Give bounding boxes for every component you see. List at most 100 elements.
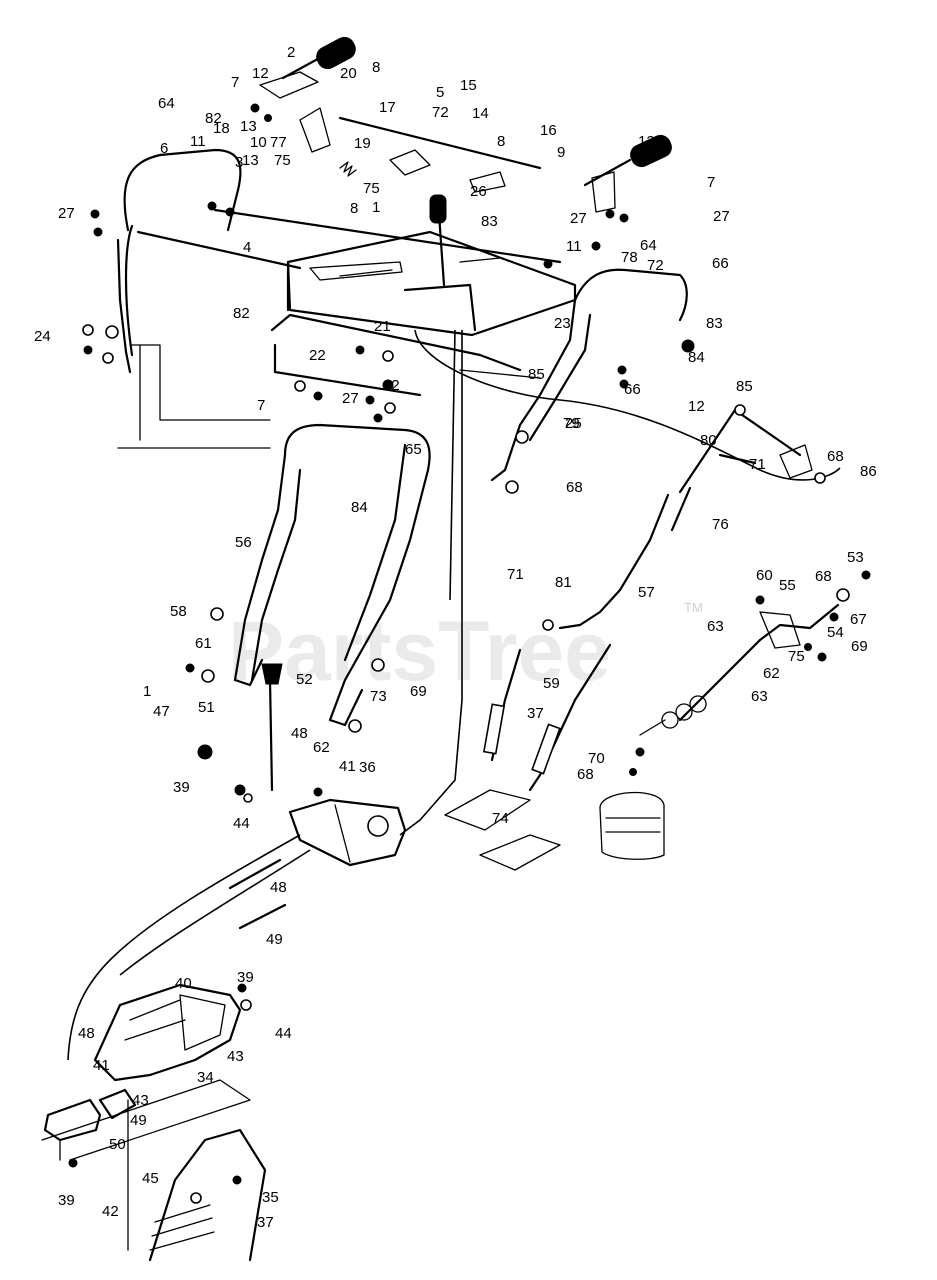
callout-4: 7 xyxy=(231,74,239,91)
callout-65: 56 xyxy=(235,534,252,551)
callout-52: 27 xyxy=(342,390,359,407)
callout-19: 8 xyxy=(497,133,505,150)
callout-22: 9 xyxy=(557,144,565,161)
callout-63: 68 xyxy=(566,479,583,496)
callout-41: 82 xyxy=(233,305,250,322)
callout-93: 36 xyxy=(359,759,376,776)
callout-29: 27 xyxy=(713,208,730,225)
callout-95: 68 xyxy=(577,766,594,783)
right-linkage xyxy=(558,408,840,860)
callout-113: 39 xyxy=(58,1192,75,1209)
callout-68: 55 xyxy=(779,577,796,594)
callout-14: 11 xyxy=(190,133,206,150)
callout-23: 75 xyxy=(363,180,380,197)
callout-8: 64 xyxy=(158,95,175,112)
callout-12: 17 xyxy=(379,99,396,116)
callout-80: 59 xyxy=(543,675,560,692)
callout-70: 71 xyxy=(507,566,524,583)
callout-107: 34 xyxy=(197,1069,214,1086)
callout-37: 64 xyxy=(640,237,657,254)
callout-87: 37 xyxy=(527,705,544,722)
callout-30: 27 xyxy=(58,205,75,222)
callout-1: 12 xyxy=(252,65,269,82)
callout-20: 75 xyxy=(274,152,291,169)
callout-3: 8 xyxy=(372,59,380,76)
callout-38: 78 xyxy=(621,249,638,266)
callout-98: 44 xyxy=(233,815,250,832)
callout-40: 66 xyxy=(712,255,729,272)
control-cables xyxy=(444,643,612,871)
callout-61: 86 xyxy=(860,463,877,480)
callout-67: 60 xyxy=(756,567,773,584)
callout-11: 18 xyxy=(213,120,230,137)
callout-34: 4 xyxy=(243,239,251,256)
callout-58: 80 xyxy=(700,432,717,449)
callout-111: 45 xyxy=(142,1170,159,1187)
callout-83: 52 xyxy=(296,671,313,688)
callout-27: 12 xyxy=(638,133,655,150)
callout-2: 20 xyxy=(340,65,357,82)
callout-81: 62 xyxy=(763,665,780,682)
callout-73: 67 xyxy=(850,611,867,628)
callout-79: 75 xyxy=(788,648,805,665)
callout-42: 83 xyxy=(706,315,723,332)
callout-51: 7 xyxy=(257,397,265,414)
callout-74: 63 xyxy=(707,618,724,635)
callout-110: 50 xyxy=(109,1136,126,1153)
callout-16: 77 xyxy=(270,134,287,151)
callout-66: 53 xyxy=(847,549,864,566)
callout-86: 73 xyxy=(370,688,387,705)
callout-45: 21 xyxy=(374,318,391,335)
callout-105: 43 xyxy=(227,1048,244,1065)
callout-90: 48 xyxy=(291,725,308,742)
callout-21: 16 xyxy=(540,122,557,139)
callout-64: 76 xyxy=(712,516,729,533)
callout-6: 15 xyxy=(460,77,477,94)
callout-17: 6 xyxy=(160,140,168,157)
callout-54: 12 xyxy=(688,398,705,415)
watermark-tm: TM xyxy=(684,600,703,615)
callout-94: 41 xyxy=(339,758,356,775)
callout-44: 24 xyxy=(34,328,51,345)
callout-77: 69 xyxy=(851,638,868,655)
callout-108: 43 xyxy=(132,1092,149,1109)
callout-39: 72 xyxy=(647,257,664,274)
callout-56: 85 xyxy=(736,378,753,395)
callout-103: 44 xyxy=(275,1025,292,1042)
callout-115: 42 xyxy=(102,1203,119,1220)
callout-26: 13 xyxy=(242,152,259,169)
callout-49: 25 xyxy=(565,415,582,432)
callout-91: 62 xyxy=(313,739,330,756)
callout-32: 26 xyxy=(470,183,487,200)
callout-28: 7 xyxy=(707,174,715,191)
callout-102: 40 xyxy=(175,975,192,992)
callout-47: 22 xyxy=(309,347,326,364)
callout-46: 23 xyxy=(554,315,571,332)
callout-82: 1 xyxy=(143,683,151,700)
callout-48: 85 xyxy=(528,366,545,383)
upper-handle-assembly xyxy=(116,36,841,836)
callout-88: 47 xyxy=(153,703,170,720)
callout-84: 63 xyxy=(751,688,768,705)
callout-0: 2 xyxy=(287,44,295,61)
callout-100: 49 xyxy=(266,931,283,948)
callout-112: 35 xyxy=(262,1189,279,1206)
callout-96: 39 xyxy=(173,779,190,796)
callout-76: 54 xyxy=(827,624,844,641)
callout-31: 1 xyxy=(372,199,380,216)
callout-13: 72 xyxy=(432,104,449,121)
callout-99: 48 xyxy=(270,879,287,896)
callout-43: 84 xyxy=(688,349,705,366)
callout-18: 19 xyxy=(354,135,371,152)
hardware xyxy=(68,103,871,1204)
callout-109: 49 xyxy=(130,1112,147,1129)
callout-72: 57 xyxy=(638,584,655,601)
callout-53: 66 xyxy=(624,381,641,398)
callout-33: 83 xyxy=(481,213,498,230)
callout-5: 5 xyxy=(436,84,444,101)
callout-15: 10 xyxy=(250,134,267,151)
callout-78: 61 xyxy=(195,635,212,652)
callout-9: 82 xyxy=(205,110,222,127)
